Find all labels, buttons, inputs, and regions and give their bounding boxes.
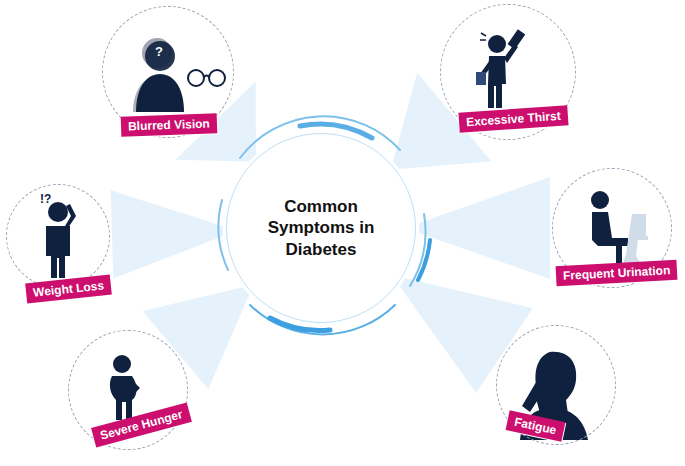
blurred-person-icon [133, 38, 184, 112]
beam-connector [419, 177, 550, 279]
symptom-label: Weight Loss [26, 275, 113, 304]
symptom-circle: Frequent Urination [552, 168, 672, 288]
title-circle: Common Symptoms in Diabetes [226, 133, 416, 323]
symptom-label: Fatigue [505, 410, 565, 441]
symptom-circle: Excessive Thirst [440, 4, 576, 140]
ring-arc [240, 116, 400, 158]
hungry-person-icon [110, 355, 140, 420]
ring-arc [250, 305, 395, 334]
glasses-icon [188, 70, 225, 86]
ring-arc [300, 124, 372, 138]
symptom-circle: Severe Hunger [68, 330, 188, 450]
title-text: Common Symptoms in Diabetes [241, 196, 401, 260]
ring-arcs [219, 116, 430, 334]
beam-connector [111, 190, 224, 278]
icon-mark: !? [40, 193, 51, 205]
beam-connector [143, 287, 249, 389]
symptom-label: Blurred Vision [121, 113, 217, 136]
ring-arc [418, 240, 430, 280]
symptom-label: Frequent Urination [556, 260, 678, 286]
symptom-circle: Blurred Vision [102, 6, 234, 138]
confused-person-icon [46, 202, 76, 278]
toilet-person-icon [591, 191, 648, 266]
icons [46, 29, 648, 440]
thirsty-person-icon [476, 29, 525, 108]
beam-connector [400, 278, 533, 393]
ring-arc [410, 214, 425, 286]
icon-mark: ? [155, 45, 163, 58]
symptom-label: Severe Hunger [91, 403, 192, 448]
ring-arc [270, 318, 330, 331]
symptom-circle: Weight Loss [6, 184, 110, 288]
symptom-label: Excessive Thirst [458, 105, 568, 133]
symptom-circle: Fatigue [496, 325, 616, 445]
